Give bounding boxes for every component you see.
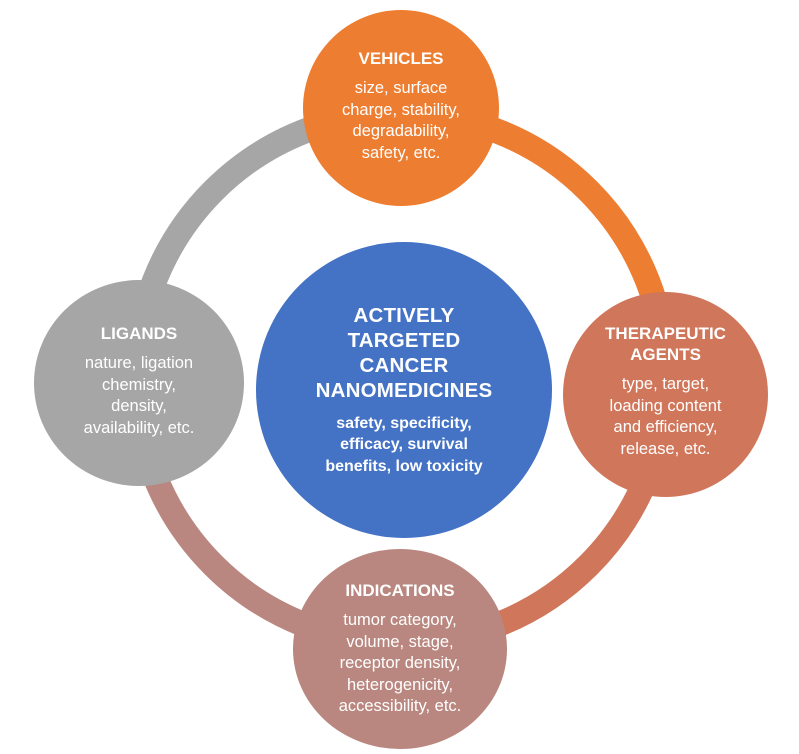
desc-line: safety, etc.: [361, 143, 441, 162]
title-line: ACTIVELY: [353, 303, 455, 327]
node-description: size, surface charge, stability, degrada…: [342, 78, 460, 164]
node-vehicles: VEHICLES size, surface charge, stability…: [303, 10, 499, 206]
center-title: ACTIVELY TARGETED CANCER NANOMEDICINES: [316, 303, 493, 403]
center-description: safety, specificity, efficacy, survival …: [316, 413, 493, 478]
title-line: AGENTS: [630, 345, 701, 364]
desc-line: heterogenicity,: [346, 675, 454, 694]
title-line: VEHICLES: [358, 49, 444, 68]
node-description: type, target, loading content and effici…: [605, 374, 726, 460]
desc-line: accessibility, etc.: [338, 697, 462, 716]
desc-line: availability, etc.: [83, 418, 195, 437]
node-therapeutic-agents: THERAPEUTIC AGENTS type, target, loading…: [563, 292, 768, 497]
desc-line: density,: [111, 397, 167, 415]
node-title: INDICATIONS: [339, 580, 462, 601]
desc-line: loading content: [609, 396, 722, 415]
node-title: LIGANDS: [84, 323, 195, 344]
desc-line: efficacy, survival: [340, 436, 468, 454]
desc-line: benefits, low toxicity: [325, 457, 483, 475]
node-description: nature, ligation chemistry, density, ava…: [84, 353, 195, 439]
title-line: THERAPEUTIC: [605, 324, 726, 343]
title-line: CANCER: [359, 353, 449, 377]
desc-line: charge, stability,: [342, 100, 460, 119]
node-ligands: LIGANDS nature, ligation chemistry, dens…: [34, 280, 244, 486]
node-title: THERAPEUTIC AGENTS: [605, 323, 726, 365]
desc-line: size, surface: [354, 79, 448, 97]
desc-line: type, target,: [621, 375, 710, 393]
title-line: TARGETED: [347, 328, 461, 352]
title-line: NANOMEDICINES: [315, 378, 493, 402]
desc-line: degradability,: [352, 122, 450, 140]
desc-line: chemistry,: [102, 375, 176, 394]
desc-line: receptor density,: [339, 654, 461, 673]
title-line: INDICATIONS: [345, 581, 455, 601]
desc-line: nature, ligation: [84, 354, 194, 372]
desc-line: and efficiency,: [613, 418, 718, 436]
node-description: tumor category, volume, stage, receptor …: [339, 610, 462, 718]
desc-line: tumor category,: [343, 611, 457, 630]
title-line: LIGANDS: [100, 324, 178, 343]
node-title: VEHICLES: [342, 48, 460, 69]
desc-line: release, etc.: [620, 439, 711, 458]
desc-line: safety, specificity,: [336, 414, 472, 432]
center-node-nanomedicines: ACTIVELY TARGETED CANCER NANOMEDICINES s…: [256, 242, 552, 538]
node-indications: INDICATIONS tumor category, volume, stag…: [293, 549, 507, 749]
desc-line: volume, stage,: [346, 632, 454, 651]
